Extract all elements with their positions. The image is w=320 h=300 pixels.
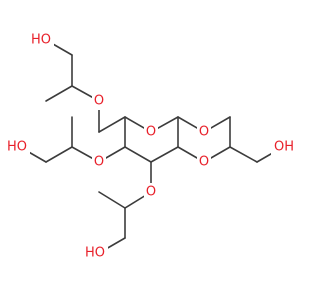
atom-labels: HO O O O HO O O OH [4, 31, 297, 262]
bond [45, 146, 73, 163]
oxygen-label: O [94, 94, 104, 109]
oxygen-label: O [94, 155, 104, 170]
atom-o-methoxy: O [197, 123, 211, 141]
bond [124, 146, 152, 163]
atom-ho-left: HO [4, 138, 30, 156]
oxygen-label: O [146, 185, 156, 200]
atom-o-c3-ether: O [144, 183, 158, 201]
hydroxyl-label: HO [7, 140, 27, 155]
hydroxyl-label: OH [274, 140, 294, 155]
atom-o-c2-ether: O [197, 153, 211, 171]
atom-ho-bottom: HO [82, 244, 108, 262]
bond [98, 116, 126, 133]
atom-o-c4-ether: O [92, 153, 106, 171]
bond [150, 146, 179, 163]
bond-group [19, 39, 284, 254]
oxygen-label: O [199, 125, 209, 140]
bond [45, 85, 73, 102]
molecule-structure: HO O O O HO O O OH [4, 31, 297, 262]
atom-o-ch2-ether: O [92, 92, 106, 110]
oxygen-label: O [199, 155, 209, 170]
bond [229, 146, 258, 163]
hydroxyl-label: HO [31, 33, 51, 48]
bond [98, 191, 126, 209]
atom-ho-top: HO [30, 31, 54, 49]
ring-oxygen-label: O [146, 125, 156, 140]
atom-oh-right: OH [271, 138, 297, 156]
hydroxyl-label: HO [85, 246, 105, 261]
atom-o-ring: O [144, 123, 158, 141]
